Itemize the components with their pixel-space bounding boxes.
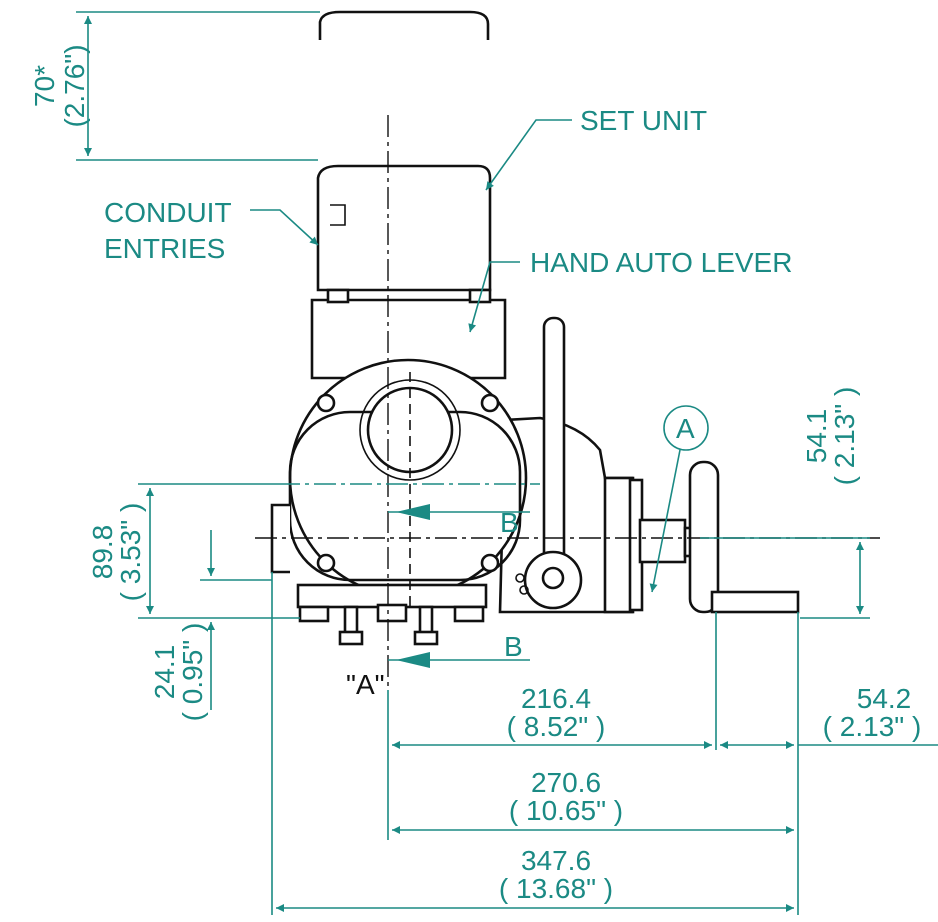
bottom-offset-mm: 24.1 <box>149 645 180 700</box>
hand-auto-lever <box>542 316 566 580</box>
right-height-mm: 54.1 <box>801 409 832 464</box>
actuator-outline <box>270 10 800 646</box>
hand-auto-lever-housing <box>310 298 507 380</box>
view-a-label: "A" <box>346 669 385 700</box>
clearance-top-inch: (2.76") <box>59 44 90 127</box>
left-height-inch: ( 3.53" ) <box>115 503 146 602</box>
section-b-top-label: B <box>500 507 519 538</box>
width-center-inch: ( 10.65" ) <box>509 795 623 826</box>
width-overall-inch: ( 13.68" ) <box>499 873 613 904</box>
width-handwheel-inch: ( 8.52" ) <box>507 711 606 742</box>
section-b-bottom-label: B <box>504 631 523 662</box>
dimension-lines <box>76 11 938 915</box>
set-unit-label: SET UNIT <box>580 105 707 136</box>
set-unit-cover <box>316 164 492 292</box>
width-handle-inch: ( 2.13" ) <box>823 711 922 742</box>
conduit-entries-label-line2: ENTRIES <box>104 233 225 264</box>
handwheel <box>688 460 720 614</box>
width-handwheel-mm: 216.4 <box>521 683 591 714</box>
conduit-entries-label-line1: CONDUIT <box>104 197 232 228</box>
clearance-top-mm: 70* <box>29 65 60 107</box>
detail-a-circle <box>663 405 709 451</box>
bottom-offset-inch: ( 0.95" ) <box>177 623 208 722</box>
width-center-mm: 270.6 <box>531 767 601 798</box>
set-unit-cover-removed <box>318 10 490 40</box>
leader-lines <box>250 119 709 593</box>
width-overall-mm: 347.6 <box>521 845 591 876</box>
width-handle-mm: 54.2 <box>857 683 912 714</box>
hand-auto-lever-label: HAND AUTO LEVER <box>530 247 792 278</box>
section-markers <box>388 504 530 668</box>
detail-a-label: A <box>676 413 695 444</box>
left-height-mm: 89.8 <box>87 525 118 580</box>
right-height-inch: ( 2.13" ) <box>829 387 860 486</box>
